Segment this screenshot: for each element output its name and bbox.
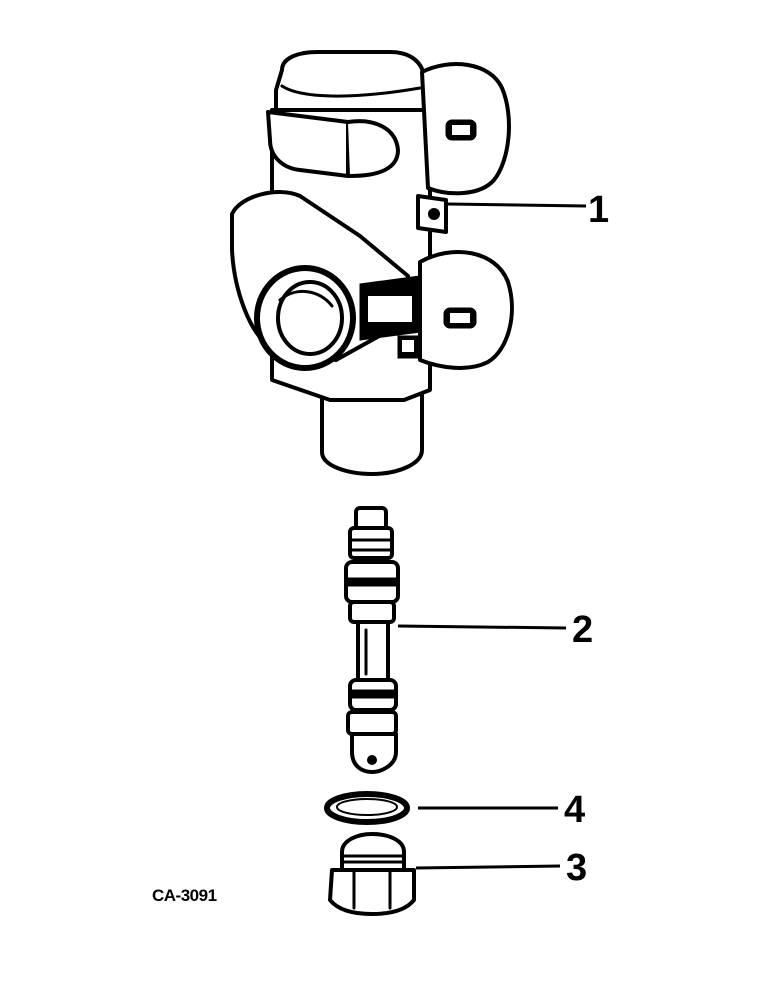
plug-drawing: [328, 832, 416, 916]
valve-body-drawing: [230, 50, 514, 476]
spool-drawing: [344, 506, 400, 774]
callout-1: 1: [588, 189, 609, 231]
callout-3: 3: [566, 847, 587, 889]
figure-code: CA-3091: [152, 886, 217, 905]
callout-4: 4: [564, 789, 585, 831]
o-ring-drawing: [324, 791, 410, 825]
leader-line-2: [397, 624, 567, 630]
callout-2: 2: [572, 609, 593, 651]
leader-line-1: [447, 202, 587, 208]
leader-line-3: [415, 864, 561, 870]
